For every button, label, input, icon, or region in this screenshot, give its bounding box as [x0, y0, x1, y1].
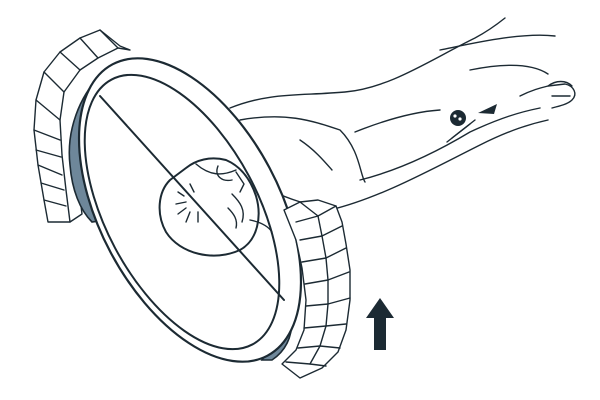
- gantry-ring: [77, 57, 303, 363]
- patient-arm: [229, 17, 576, 211]
- patient-head: [158, 157, 273, 257]
- radiation-source-icon: [446, 104, 497, 143]
- arrow-up-icon: [366, 298, 394, 350]
- right-collimator-blocks: [281, 199, 351, 379]
- left-collimator-blocks: [33, 29, 131, 223]
